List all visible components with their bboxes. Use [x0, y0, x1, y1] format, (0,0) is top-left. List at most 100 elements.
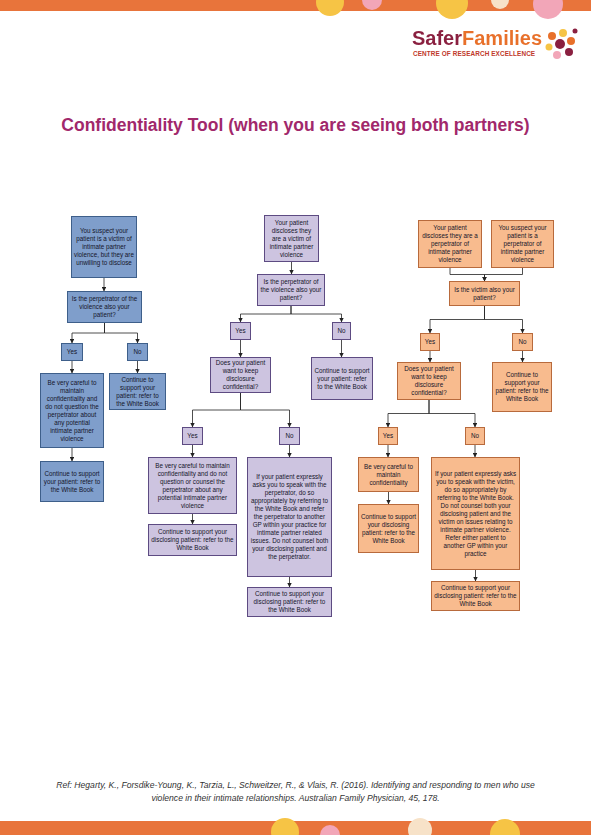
band-shape	[408, 818, 432, 835]
box-text: Is the perpetrator of the violence also …	[260, 278, 322, 302]
connector-arrow	[475, 445, 476, 457]
action-box: Continue to support your disclosing pati…	[247, 587, 332, 617]
box-text: No	[282, 432, 297, 440]
action-box: Continue to support your disclosing pati…	[148, 524, 237, 556]
connector-arrow	[289, 445, 290, 457]
action-box: Continue to support your disclosing pati…	[358, 504, 419, 553]
answer-box: No	[279, 427, 300, 445]
connector-arrow	[429, 400, 475, 427]
connector-arrow	[137, 361, 138, 373]
box-text: Continue to support your patient: refer …	[314, 367, 370, 391]
band-shape	[491, 0, 509, 9]
connector-arrow	[105, 323, 138, 343]
box-text: Yes	[381, 432, 395, 440]
action-box: Continue to support your patient: refer …	[492, 362, 552, 412]
band-shape	[271, 818, 299, 835]
action-box: Be very careful to maintain confidential…	[40, 373, 104, 448]
connector-arrow	[104, 278, 105, 291]
connector-arrow	[388, 400, 429, 427]
band-shape	[362, 0, 382, 10]
box-text: Continue to support your patient: refer …	[43, 470, 101, 494]
answer-box: Yes	[378, 427, 398, 445]
start-box: Your patient discloses they are a victim…	[264, 215, 319, 262]
reference-caption: Ref: Hegarty, K., Forsdike-Young, K., Ta…	[40, 779, 551, 805]
action-box: Continue to support your patient: refer …	[311, 357, 373, 400]
box-text: Yes	[423, 338, 437, 346]
box-text: Your patient discloses they are a perpet…	[421, 224, 479, 264]
box-text: Be very careful to maintain confidential…	[43, 379, 101, 443]
decision-box: Does your patient want to keep disclosur…	[210, 357, 271, 393]
box-text: No	[468, 432, 482, 440]
box-text: Be very careful to maintain confidential…	[151, 462, 234, 510]
connector-arrow	[341, 340, 342, 357]
box-text: Does your patient want to keep disclosur…	[400, 365, 458, 397]
connector-arrow	[241, 393, 290, 427]
connector-arrow	[522, 351, 523, 362]
box-text: No	[515, 338, 530, 346]
action-box: Be very careful to maintain confidential…	[148, 457, 237, 514]
logo-mark	[546, 29, 578, 60]
box-text: Continue to support your disclosing pati…	[151, 528, 234, 552]
box-text: Is the perpetrator of the violence also …	[70, 295, 139, 319]
connector-arrow	[450, 268, 485, 281]
box-text: Yes	[64, 348, 80, 356]
action-box: If your patient expressly asks you to sp…	[431, 457, 520, 570]
connector-arrow	[240, 340, 241, 357]
answer-box: No	[127, 343, 148, 361]
decision-box: Is the victim also your patient?	[449, 281, 520, 306]
decision-box: Is the perpetrator of the violence also …	[67, 291, 142, 323]
connector-arrow	[193, 393, 241, 427]
connector-arrow	[72, 323, 105, 343]
connector-arrow	[430, 351, 431, 362]
connector-arrow	[241, 306, 292, 322]
start-box: You suspect your patient is a victim of …	[71, 216, 137, 278]
box-text: Continue to support your disclosing pati…	[250, 590, 329, 614]
connector-arrow	[72, 361, 73, 373]
action-box: Continue to support your patient: refer …	[109, 373, 166, 410]
box-text: Your patient discloses they are a victim…	[267, 219, 316, 259]
title-text: Confidentiality Tool (when you are seein…	[0, 115, 591, 136]
answer-box: No	[332, 322, 351, 340]
action-box: If your patient expressly asks you to sp…	[247, 457, 332, 577]
box-text: You suspect your patient is a perpetrato…	[494, 224, 551, 264]
answer-box: No	[465, 427, 485, 445]
start-box: Your patient discloses they are a perpet…	[418, 220, 482, 268]
connector-arrow	[430, 306, 485, 333]
logo-subtitle: CENTRE OF RESEARCH EXCELLENCE	[413, 50, 535, 57]
action-box: Continue to support your disclosing pati…	[431, 581, 520, 611]
connector-arrow	[192, 445, 193, 457]
band-shape	[316, 0, 344, 16]
box-text: No	[335, 327, 348, 335]
answer-box: Yes	[420, 333, 440, 351]
start-box: You suspect your patient is a perpetrato…	[491, 220, 554, 268]
connector-arrow	[291, 262, 292, 274]
box-text: No	[130, 348, 145, 356]
box-text: Continue to support your patient: refer …	[112, 376, 163, 408]
decision-box: Is the perpetrator of the violence also …	[257, 274, 325, 306]
box-text: If your patient expressly asks you to sp…	[250, 473, 329, 561]
box-text: Be very careful to maintain confidential…	[361, 463, 416, 487]
box-text: Yes	[233, 327, 248, 335]
connector-arrow	[388, 492, 389, 504]
answer-box: Yes	[182, 427, 203, 445]
action-box: Be very careful to maintain confidential…	[358, 457, 419, 492]
box-text: Continue to support your disclosing pati…	[434, 584, 517, 608]
connector-arrow	[485, 306, 523, 333]
band-shape	[320, 825, 340, 835]
connector-arrow	[388, 445, 389, 457]
answer-box: Yes	[230, 322, 251, 340]
box-text: If your patient expressly asks you to sp…	[434, 470, 517, 558]
connector-arrow	[289, 577, 290, 587]
box-text: You suspect your patient is a victim of …	[74, 227, 134, 267]
box-text: Is the victim also your patient?	[452, 286, 517, 302]
answer-box: No	[512, 333, 533, 351]
connector-arrow	[485, 268, 523, 281]
answer-box: Yes	[61, 343, 83, 361]
connector-arrow	[72, 448, 73, 461]
box-text: Continue to support your patient: refer …	[495, 371, 549, 403]
connector-arrow	[291, 306, 342, 322]
action-box: Continue to support your patient: refer …	[40, 461, 104, 502]
connector-arrow	[192, 514, 193, 524]
decision-box: Does your patient want to keep disclosur…	[397, 362, 461, 400]
